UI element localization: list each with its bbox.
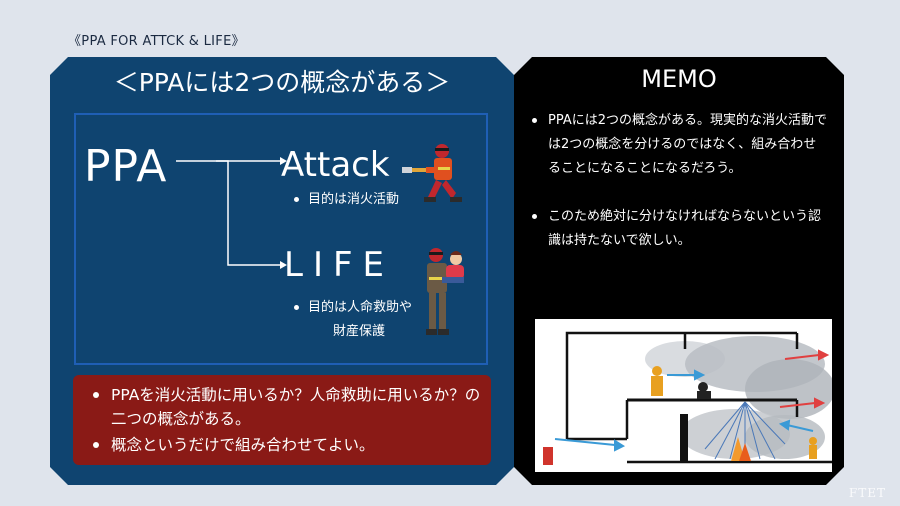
watermark: FTET [848, 486, 886, 500]
memo-item: PPAには2つの概念がある。現実的な消火活動では2つの概念を分けるのではなく、組… [532, 109, 828, 181]
memo-title: MEMO [641, 65, 717, 93]
life-bullet-continued: 財産保護 [333, 324, 386, 339]
ppa-label: PPA [84, 141, 168, 192]
connector-arrows [76, 115, 486, 363]
left-panel: ＜PPAには2つの概念がある＞ PPA Attack 目的は消火活動 LIFE … [50, 57, 514, 485]
fire-scene-illustration [535, 319, 832, 472]
memo-item: このため絶対に分けなければならないという認識は持たないで欲しい。 [532, 205, 828, 253]
life-label: LIFE [284, 245, 395, 285]
page-label: 《PPA FOR ATTCK & LIFE》 [68, 34, 245, 49]
diagram-box: PPA Attack 目的は消火活動 LIFE 目的は人命救助や 財産保護 [74, 113, 488, 365]
attack-label: Attack [281, 145, 390, 185]
firefighter-attack-icon [398, 137, 474, 209]
attack-bullet: 目的は消火活動 [294, 189, 399, 211]
firefighter-rescue-icon [418, 243, 476, 339]
left-panel-title: ＜PPAには2つの概念がある＞ [113, 68, 451, 97]
life-bullet: 目的は人命救助や [294, 297, 412, 319]
summary-item: 概念というだけで組み合わせてよい。 [93, 433, 485, 457]
memo-panel: MEMO PPAには2つの概念がある。現実的な消火活動では2つの概念を分けるので… [514, 57, 844, 485]
summary-item: PPAを消火活動に用いるか？人命救助に用いるか？の二つの概念がある。 [93, 383, 485, 431]
summary-box: PPAを消火活動に用いるか？人命救助に用いるか？の二つの概念がある。 概念という… [73, 375, 491, 465]
